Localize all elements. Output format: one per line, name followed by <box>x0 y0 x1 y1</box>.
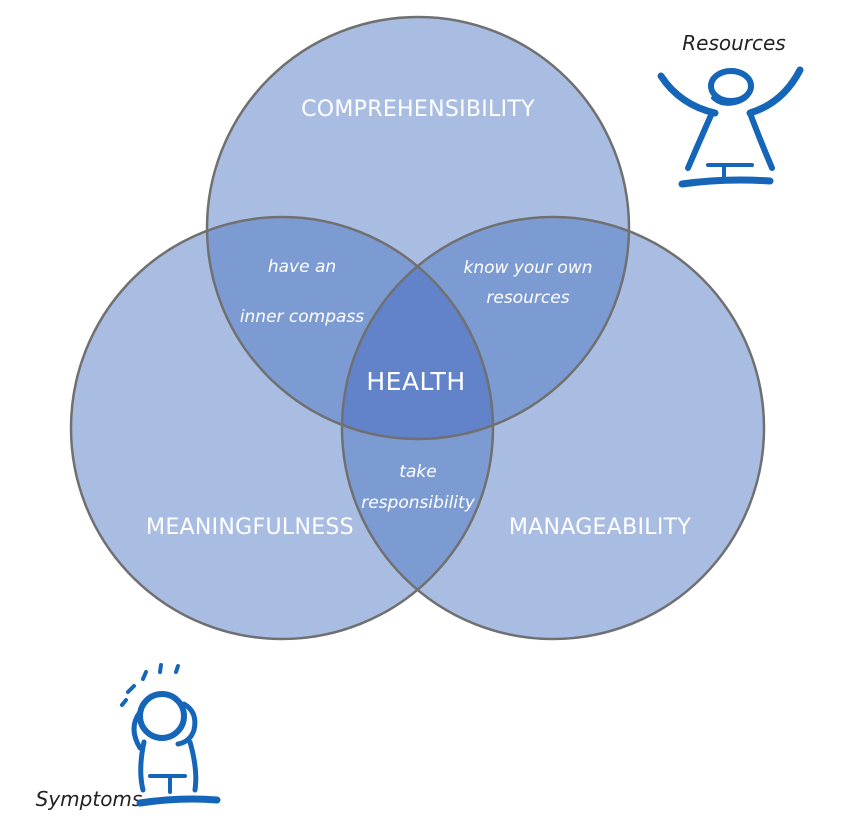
overlap-bottom-line1: take <box>399 462 436 482</box>
overlap-top-left-line1: have an <box>268 257 336 277</box>
label-health: HEALTH <box>366 367 465 396</box>
outline-left <box>69 215 495 641</box>
label-comprehensibility: COMPREHENSIBILITY <box>301 97 535 122</box>
overlap-center <box>342 217 493 439</box>
resources-figure-icon <box>657 66 804 188</box>
label-resources: Resources <box>682 31 785 55</box>
overlap-bottom-line2: responsibility <box>361 493 475 513</box>
label-meaningfulness: MEANINGFULNESS <box>146 515 354 540</box>
label-symptoms: Symptoms <box>36 787 143 811</box>
overlap-top-right-line2: resources <box>486 288 569 308</box>
label-manageability: MANAGEABILITY <box>509 515 692 540</box>
outline-right <box>340 215 766 641</box>
outline-top <box>205 15 631 441</box>
symptoms-figure-icon <box>120 663 221 807</box>
overlap-top-right-line1: know your own <box>463 258 592 278</box>
overlap-top-left-line2: inner compass <box>240 307 364 327</box>
